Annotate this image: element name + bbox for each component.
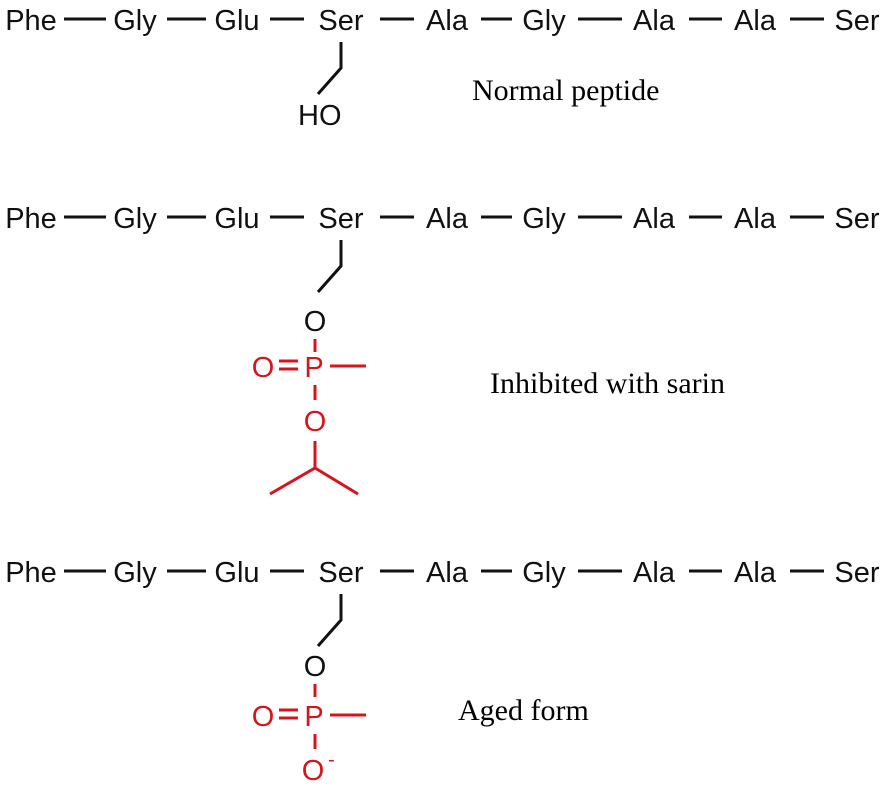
ester-oxygen: O [304,306,327,338]
phosphorus: P [304,701,323,733]
residue-label: Phe [5,557,57,589]
peptide-chain-1: Phe Gly Glu Ser Ala Gly Ala Ala Ser [5,5,880,37]
residue-label: Ser [318,5,363,37]
residue-label: Phe [5,5,57,37]
residue-label: Ala [734,203,777,235]
residue-label: Ser [834,5,879,37]
sarin-adduct: O O P O [252,240,366,496]
residue-label: Gly [113,557,157,589]
residue-label: Gly [522,5,566,37]
residue-label: Gly [522,203,566,235]
residue-label: Ser [318,203,363,235]
residue-label: Ala [734,557,777,589]
residue-label: Glu [214,5,259,37]
residue-label: Gly [113,5,157,37]
residue-label: Gly [522,557,566,589]
residue-label: Gly [113,203,157,235]
residue-label: Glu [214,203,259,235]
residue-label: Ala [426,557,469,589]
residue-label: Ala [633,557,676,589]
negative-charge: - [328,749,335,771]
peptide-chain-3: Phe Gly Glu Ser Ala Gly Ala Ala Ser [5,557,880,589]
anionic-oxygen: O [302,755,325,787]
residue-label: Ala [426,203,469,235]
peptide-chain-2: Phe Gly Glu Ser Ala Gly Ala Ala Ser [5,203,880,235]
caption-aged: Aged form [458,694,589,727]
ester-oxygen: O [304,651,327,683]
residue-label: Ala [633,203,676,235]
isopropoxy-oxygen: O [304,406,327,438]
residue-label: Ala [426,5,469,37]
residue-label: Ser [318,557,363,589]
residue-label: Ala [633,5,676,37]
residue-label: Glu [214,557,259,589]
caption-inhibited: Inhibited with sarin [490,367,725,400]
residue-label: Ala [734,5,777,37]
oxo-oxygen: O [252,352,275,384]
normal-sidechain: HO [298,42,343,132]
residue-label: Phe [5,203,57,235]
residue-label: Ser [834,203,879,235]
caption-normal: Normal peptide [472,74,659,107]
phosphorus: P [304,352,323,384]
aged-adduct: O O P O - [252,594,366,787]
residue-label: Ser [834,557,879,589]
oxo-oxygen: O [252,701,275,733]
hydroxyl-label: HO [298,100,342,132]
